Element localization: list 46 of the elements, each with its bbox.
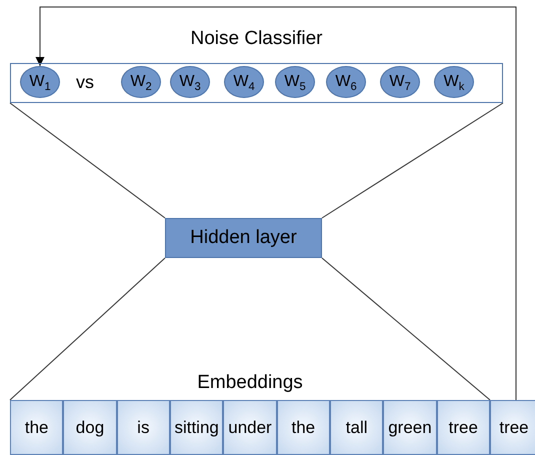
token-cell — [10, 400, 64, 455]
token-cell — [63, 400, 117, 455]
classifier-title: Noise Classifier — [190, 28, 322, 50]
token-cell — [490, 400, 535, 455]
word-label: W$_{3}$ — [179, 73, 201, 91]
embeddings-title: Embeddings — [197, 372, 303, 394]
connector-line — [10, 258, 166, 400]
vs-label: vs — [76, 72, 94, 93]
word-label: W$_{7}$ — [389, 73, 411, 91]
token-cell — [330, 400, 384, 455]
token-label: sitting — [174, 418, 219, 438]
token-cell — [223, 400, 277, 455]
connector-line — [322, 258, 490, 400]
word-label: W$_{4}$ — [233, 73, 255, 91]
token-cell — [276, 400, 330, 455]
word-ellipse — [20, 66, 60, 98]
token-cell — [170, 400, 224, 455]
word-ellipse — [170, 66, 210, 98]
token-label: tall — [346, 418, 368, 438]
word-label: W$_{2}$ — [130, 73, 152, 91]
word-ellipse — [326, 66, 366, 98]
arrow — [36, 6, 516, 400]
connector-line — [10, 102, 166, 218]
word-ellipse — [224, 66, 264, 98]
token-label: tree — [448, 418, 478, 438]
word-label: W$_{6}$ — [335, 73, 357, 91]
layer-label: Hidden layer — [190, 227, 297, 249]
token-label: green — [388, 418, 432, 438]
token-label: dog — [76, 418, 104, 438]
token-cell — [383, 400, 437, 455]
hidden-layer-box — [165, 218, 322, 258]
connector-line — [322, 102, 504, 218]
token-label: the — [24, 418, 48, 438]
token-cell — [436, 400, 490, 455]
word-ellipse — [434, 66, 474, 98]
token-label: under — [228, 418, 272, 438]
token-label: is — [137, 418, 150, 438]
token-cell — [116, 400, 170, 455]
word-label: W$_{5}$ — [284, 73, 306, 91]
word-ellipse — [275, 66, 315, 98]
word-label: W$_{1}$ — [29, 73, 51, 91]
word-ellipse — [380, 66, 420, 98]
token-label: the — [291, 418, 316, 438]
token-label: tree — [499, 418, 529, 438]
word-label: W$_{k}$ — [444, 73, 464, 91]
word-ellipse — [121, 66, 161, 98]
